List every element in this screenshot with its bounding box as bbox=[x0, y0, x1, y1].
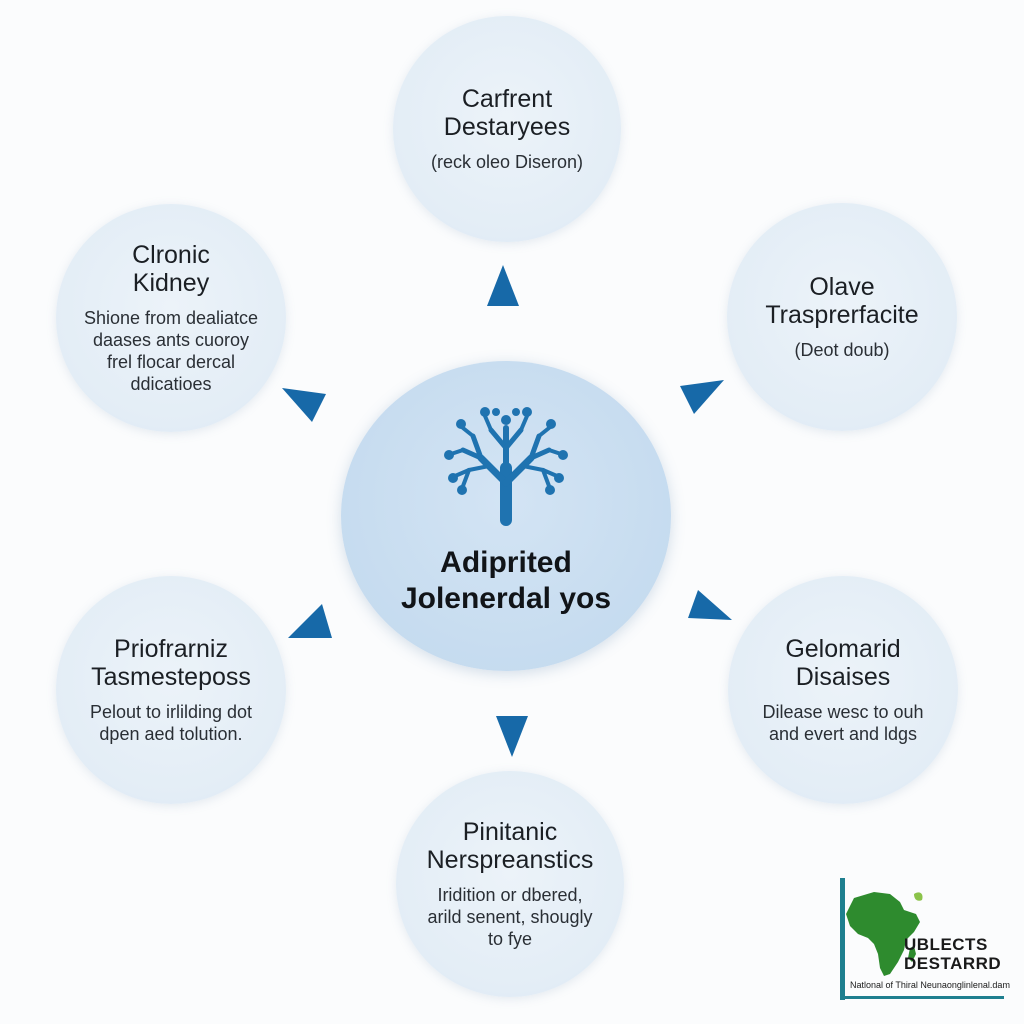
node-title-line: Clronic bbox=[132, 241, 210, 269]
node-upper-right: Olave Trasprerfacite (Deot doub) bbox=[727, 203, 957, 431]
arrow-up-icon bbox=[487, 265, 519, 306]
node-top: Carfrent Destaryees (reck oleo Diseron) bbox=[393, 16, 621, 242]
node-subtitle-line: arild senent, shougly bbox=[427, 907, 593, 927]
logo-line-2: DESTARRD bbox=[904, 954, 1002, 973]
node-lower-right: Gelomarid Disaises Dilease wesc to ouh a… bbox=[728, 576, 958, 804]
node-subtitle-line: Dilease wesc to ouh bbox=[762, 702, 924, 722]
logo-frame-horizontal bbox=[840, 996, 1004, 999]
node-title-line: Priofrarniz bbox=[114, 635, 228, 663]
center-title-line: Adiprited bbox=[440, 545, 572, 579]
node-subtitle-line: Iridition or dbered, bbox=[437, 885, 583, 905]
node-title-line: Pinitanic bbox=[462, 818, 558, 846]
node-lower-left: Priofrarniz Tasmesteposs Pelout to irlil… bbox=[56, 576, 286, 804]
node-subtitle: Shione from dealiatce daases ants cuoroy… bbox=[84, 307, 258, 395]
node-title: Pinitanic Nerspreanstics bbox=[427, 818, 594, 874]
node-title-line: Disaises bbox=[795, 663, 891, 691]
node-subtitle-line: Pelout to irlilding dot bbox=[89, 702, 253, 722]
node-title-line: Carfrent bbox=[461, 85, 553, 113]
node-subtitle: (reck oleo Diseron) bbox=[431, 151, 583, 173]
logo-tagline: Natlonal of Thiral Neunaonglinlenal.dam bbox=[850, 980, 1010, 990]
node-bottom: Pinitanic Nerspreanstics Iridition or db… bbox=[396, 771, 624, 997]
node-subtitle-line: frel flocar dercal bbox=[106, 352, 236, 372]
publisher-logo: UBLECTS DESTARRD Natlonal of Thiral Neun… bbox=[838, 876, 1010, 1004]
arrow-lower-left-icon bbox=[288, 604, 332, 638]
node-subtitle-line: ddicatioes bbox=[130, 374, 212, 394]
logo-line-1: UBLECTS bbox=[904, 935, 988, 954]
node-title-line: Olave bbox=[809, 273, 875, 301]
arrow-lower-right-icon bbox=[688, 590, 732, 620]
node-subtitle: (Deot doub) bbox=[794, 339, 889, 361]
center-title-line: Jolenerdal yos bbox=[400, 581, 612, 615]
logo-frame-vertical bbox=[840, 878, 845, 1000]
node-subtitle-line: to fye bbox=[487, 929, 532, 949]
node-title: Gelomarid Disaises bbox=[785, 635, 900, 691]
node-subtitle-line: and evert and ldgs bbox=[768, 724, 918, 744]
node-subtitle: Dilease wesc to ouh and evert and ldgs bbox=[762, 701, 923, 745]
node-center: Adiprited Jolenerdal yos bbox=[341, 361, 671, 671]
node-title-line: Tasmesteposs bbox=[91, 663, 251, 691]
node-subtitle-line: Shione from dealiatce bbox=[83, 308, 259, 328]
africa-map-icon bbox=[846, 892, 923, 976]
node-title: Olave Trasprerfacite bbox=[765, 273, 918, 329]
node-upper-left: Clronic Kidney Shione from dealiatce daa… bbox=[56, 204, 286, 432]
node-title: Priofrarniz Tasmesteposs bbox=[91, 635, 251, 691]
node-title-line: Destaryees bbox=[443, 113, 571, 141]
node-subtitle: Iridition or dbered, arild senent, shoug… bbox=[427, 884, 592, 950]
node-title: Carfrent Destaryees bbox=[444, 85, 570, 141]
node-title: Clronic Kidney bbox=[132, 241, 210, 297]
node-title-line: Gelomarid bbox=[785, 635, 901, 663]
node-subtitle: Pelout to irlilding dot dpen aed tolutio… bbox=[90, 701, 252, 745]
node-subtitle-line: dpen aed tolution. bbox=[99, 724, 243, 744]
arrow-down-icon bbox=[496, 716, 528, 757]
node-subtitle-line: daases ants cuoroy bbox=[92, 330, 250, 350]
arrow-upper-right-icon bbox=[680, 380, 724, 414]
node-subtitle-line: (Deot doub) bbox=[794, 340, 890, 360]
tree-icon bbox=[441, 398, 571, 533]
node-title-line: Kidney bbox=[132, 269, 210, 297]
node-subtitle-line: (reck oleo Diseron) bbox=[430, 152, 584, 172]
arrow-upper-left-icon bbox=[282, 388, 326, 422]
node-title-line: Nerspreanstics bbox=[426, 846, 594, 874]
center-title: Adiprited Jolenerdal yos bbox=[401, 545, 611, 617]
node-title-line: Trasprerfacite bbox=[765, 301, 919, 329]
